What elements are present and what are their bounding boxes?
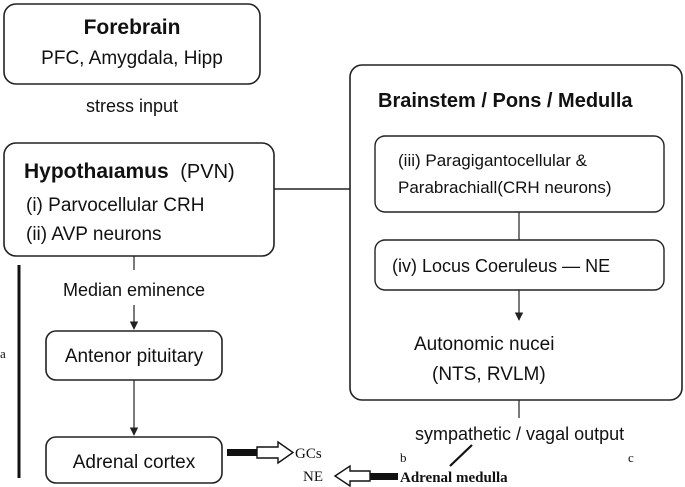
label-c: c (628, 450, 634, 465)
paragigantocellular-line-2: Parabrachiall(CRH neurons) (398, 178, 612, 197)
anterior-pituitary-label: Antenor pituitary (65, 346, 204, 367)
sympathetic-to-medulla-line (449, 444, 473, 467)
gcs-output-arrow (227, 440, 295, 465)
label-b: b (400, 450, 407, 465)
hypothalamus-title: Hypothaıamus (PVN) (24, 160, 235, 183)
median-eminence-label: Median eminence (63, 280, 205, 300)
autonomic-nuclei-line-1: Autonomic nucei (414, 334, 554, 355)
brainstem-title: Brainstem / Pons / Medulla (378, 90, 633, 112)
adrenal-cortex-box (45, 436, 223, 484)
ne-output-arrow (333, 464, 398, 487)
gcs-label: GCs (295, 446, 322, 462)
hypothalamus-line-2: (ii) AVP neurons (26, 224, 162, 245)
paragigantocellular-box (374, 135, 665, 213)
paragigantocellular-line-1: (iii) Paragigantocellular & (398, 151, 588, 170)
locus-coeruleus-label: (iv) Locus Coeruleus — NE (392, 256, 610, 276)
adrenal-cortex-label: Adrenal cortex (73, 452, 196, 473)
ne-label: NE (303, 469, 323, 485)
hypothalamus-name: Hypothaıamus (24, 160, 169, 183)
stress-input-label: stress input (86, 96, 178, 116)
forebrain-box (3, 3, 261, 85)
label-a: a (0, 346, 6, 361)
hypothalamus-box (3, 142, 275, 257)
autonomic-nuclei-line-2: (NTS, RVLM) (432, 364, 546, 385)
hypothalamus-pvn: (PVN) (180, 161, 234, 183)
hypothalamus-line-1: (i) Parvocellular CRH (26, 195, 204, 216)
forebrain-title: Forebrain (84, 16, 181, 39)
sympathetic-output-label: sympathetic / vagal output (415, 424, 624, 444)
forebrain-regions: PFC, Amygdala, Hipp (41, 48, 223, 69)
adrenal-medulla-label: Adrenal medulla (400, 470, 508, 486)
